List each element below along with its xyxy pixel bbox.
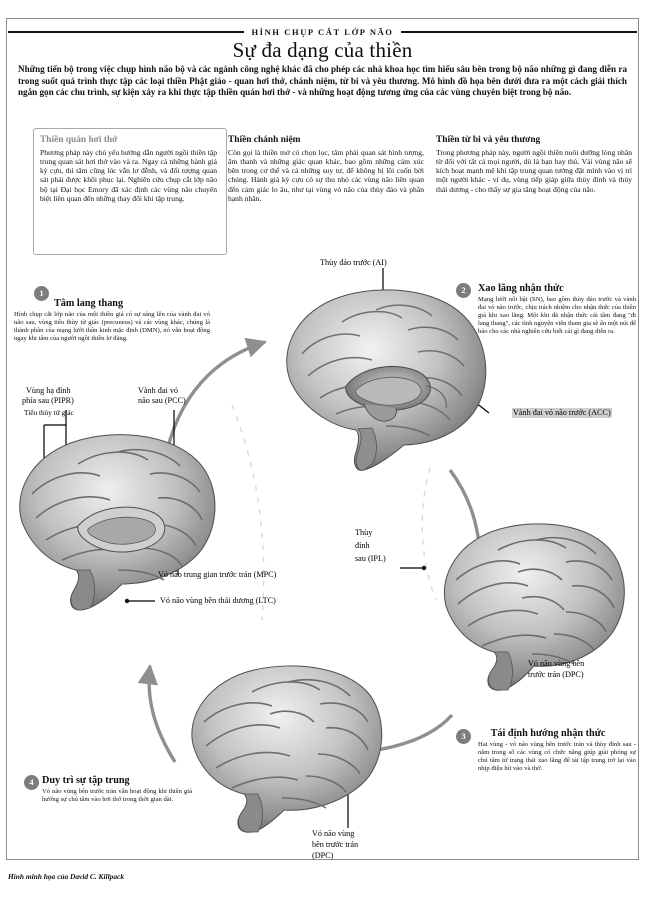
- brain-illustration-top: [268, 282, 498, 477]
- intro-column-breath-body: Phương pháp này chủ yếu hướng dẫn người …: [40, 147, 217, 203]
- section-2-title: Xao lãng nhận thức: [478, 283, 564, 294]
- intro-column-compassion-title: Thiền từ bi và yêu thương: [436, 135, 541, 145]
- label-dpc-right-line2: trước trán (DPC): [528, 670, 584, 679]
- intro-column-breath: Thiền quán hơi thở Phương pháp này chủ y…: [40, 135, 217, 203]
- intro-column-compassion-body: Trong phương pháp này, người ngồi thiền …: [436, 147, 632, 194]
- section-1-number: 1: [34, 286, 49, 301]
- label-pcc-line1: Vành đai vỏ: [138, 386, 179, 395]
- page-title: Sự đa dạng của thiền: [232, 38, 413, 62]
- label-pipr-line2: phía sau (PIPR): [22, 396, 74, 405]
- breath-column-box: [33, 128, 227, 255]
- label-anterior-insula: Thùy đảo trước (AI): [320, 258, 387, 267]
- label-precuneus: Tiểu thùy tứ giác: [24, 408, 74, 417]
- section-4-title: Duy trì sự tập trung: [42, 775, 130, 786]
- label-pcc-line2: não sau (PCC): [138, 396, 186, 405]
- brain-illustration-right: [430, 520, 630, 700]
- label-ipl-line1: Thùy: [355, 528, 373, 537]
- section-3-body: Hai vùng - vỏ não vùng bên trước trán và…: [478, 741, 636, 773]
- illustration-credit: Hình minh họa của David C. Killpack: [8, 872, 125, 881]
- section-1-wandering-mind: 1 Tâm lang thang Hình chụp cắt lớp não c…: [14, 286, 210, 343]
- kicker-text-wrap: HÌNH CHỤP CẮT LỚP NÃO: [8, 20, 637, 38]
- intro-column-compassion: Thiền từ bi và yêu thương Trong phương p…: [436, 135, 632, 194]
- label-pipr-line1: Vùng hạ đỉnh: [26, 386, 71, 395]
- label-dpc-bottom-line1: Vỏ não vùng: [312, 829, 355, 838]
- section-4-number: 4: [24, 775, 39, 790]
- label-mpc: Vỏ não trung gian trước trán (MPC): [158, 570, 277, 579]
- label-acc: Vành đai vỏ não trước (ACC): [512, 408, 612, 418]
- kicker-text: HÌNH CHỤP CẮT LỚP NÃO: [244, 27, 401, 37]
- label-ltc: Vỏ não vùng bên thái dương (LTC): [160, 596, 276, 605]
- intro-column-mindfulness-body: Còn gọi là thiền mở có chọn lọc, tâm phả…: [228, 147, 424, 203]
- intro-column-mindfulness-title: Thiền chánh niệm: [228, 135, 301, 145]
- section-4-sustained-focus: 4 Duy trì sự tập trung Vỏ não vùng bên t…: [24, 775, 204, 804]
- label-ipl-line2: đỉnh: [355, 541, 370, 550]
- kicker-band: HÌNH CHỤP CẮT LỚP NÃO: [8, 20, 637, 40]
- label-ipl-line3: sau (IPL): [355, 554, 386, 563]
- section-1-body: Hình chụp cắt lớp não của một thiền giả …: [14, 311, 210, 343]
- intro-column-mindfulness: Thiền chánh niệm Còn gọi là thiền mở có …: [228, 135, 424, 203]
- section-1-title: Tâm lang thang: [54, 298, 124, 309]
- section-2-number: 2: [456, 283, 471, 298]
- section-2-body: Mạng lưới nổi bật (SN), bao gồm thùy đảo…: [478, 296, 636, 336]
- intro-column-breath-title: Thiền quán hơi thở: [40, 135, 118, 145]
- section-4-body: Vỏ não vùng bên trước trán vẫn hoạt động…: [42, 788, 192, 804]
- section-3-title: Tái định hướng nhận thức: [490, 728, 606, 739]
- label-dpc-right-line1: Vỏ não vùng bên: [528, 659, 585, 668]
- label-dpc-bottom-line2: bên trước trán: [312, 840, 359, 849]
- brain-illustration-bottom: [176, 660, 391, 840]
- label-dpc-bottom-line3: (DPC): [312, 851, 334, 860]
- section-3-reorienting-awareness: 3 Tái định hướng nhận thức Hai vùng - vỏ…: [456, 728, 636, 773]
- deck-paragraph: Những tiến bộ trong việc chụp hình não b…: [18, 64, 627, 98]
- section-3-number: 3: [456, 729, 471, 744]
- section-2-awareness-of-distraction: 2 Xao lãng nhận thức Mạng lưới nổi bật (…: [456, 283, 636, 336]
- brain-illustration-left: [6, 430, 221, 620]
